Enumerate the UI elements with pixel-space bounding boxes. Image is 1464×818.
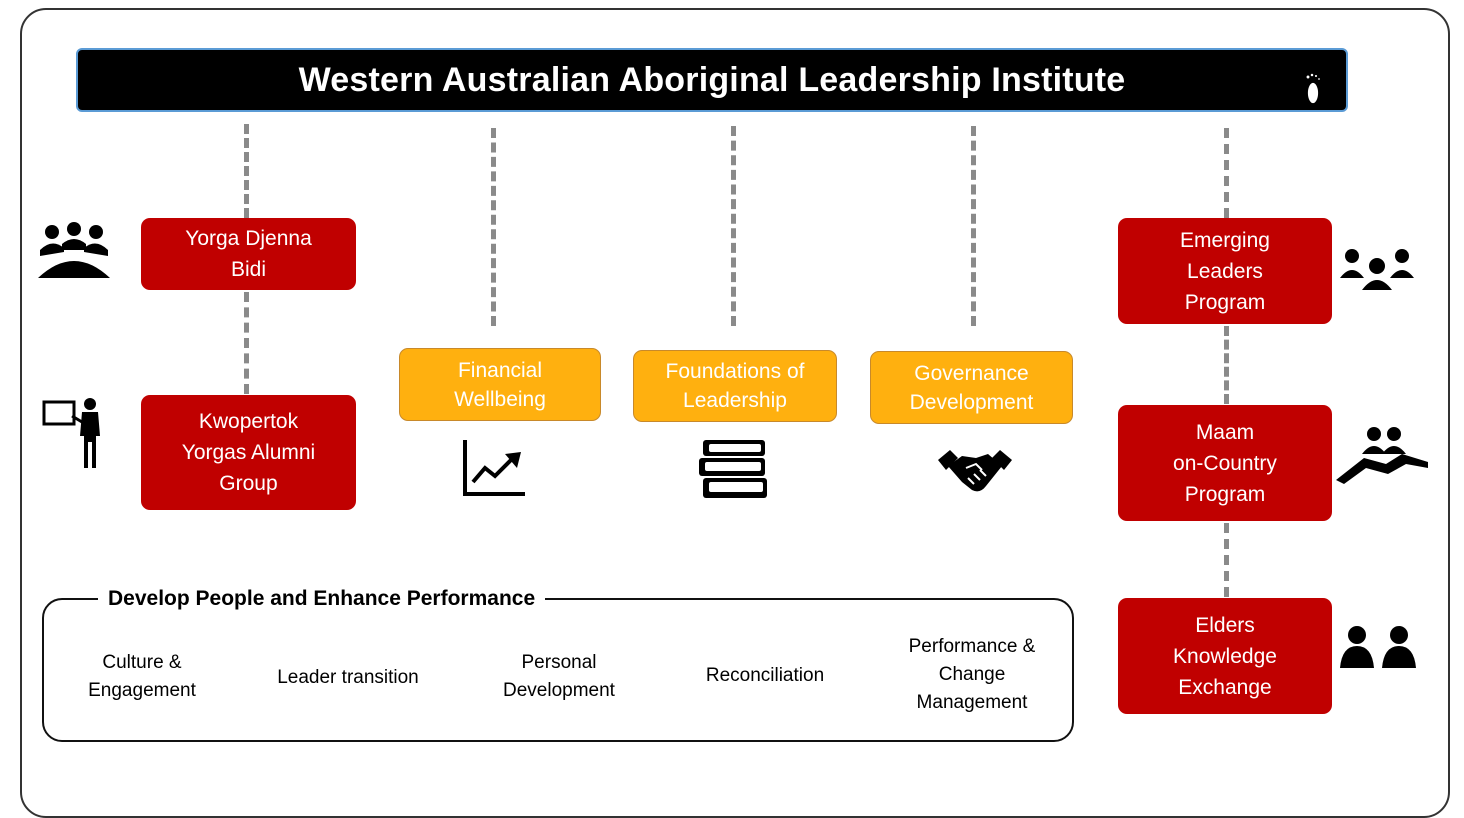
performance-item-performance-change: Performance & Change Management [908,636,1036,713]
performance-item-leader-transition: Leader transition [277,667,419,688]
institute-title: Western Australian Aboriginal Leadership… [298,60,1126,99]
performance-panel-title: Develop People and Enhance Performance [98,586,546,612]
connector-right-low [1224,523,1229,597]
program-elders-knowledge-exchange: Elders Knowledge Exchange [1118,598,1332,714]
program-yorga-djenna-bidi: Yorga Djenna Bidi [141,218,356,290]
people-landscape-icon [1336,427,1428,484]
program-kwopertok-yorgas-alumni: Kwopertok Yorgas Alumni Group [141,395,356,510]
two-people-icon [1340,626,1416,668]
performance-panel [42,598,1074,742]
presenter-board-icon [42,398,100,468]
program-foundations-of-leadership: Foundations of Leadership [633,350,837,422]
handshake-icon [938,450,1012,492]
three-people-icon [1340,249,1414,290]
books-stack-icon [699,440,767,498]
institute-banner: Western Australian Aboriginal Leadership… [76,48,1348,112]
performance-item-personal-development: Personal Development [503,652,615,701]
connector-right-mid [1224,326,1229,404]
performance-item-culture: Culture & Engagement [88,652,196,701]
connector-right-top [1224,128,1229,218]
program-governance-development: Governance Development [870,351,1073,424]
program-financial-wellbeing: Financial Wellbeing [399,348,601,421]
group-meeting-icon [38,222,110,278]
footprints-icon [1287,65,1322,104]
connector-governance [971,126,976,326]
connector-left-top [244,124,249,218]
connector-financial [491,128,496,326]
program-maam-on-country: Maam on-Country Program [1118,405,1332,521]
connector-foundations [731,126,736,326]
program-emerging-leaders: Emerging Leaders Program [1118,218,1332,324]
growth-chart-icon [463,440,525,496]
connector-left-mid [244,292,249,394]
performance-item-reconciliation: Reconciliation [705,665,825,686]
